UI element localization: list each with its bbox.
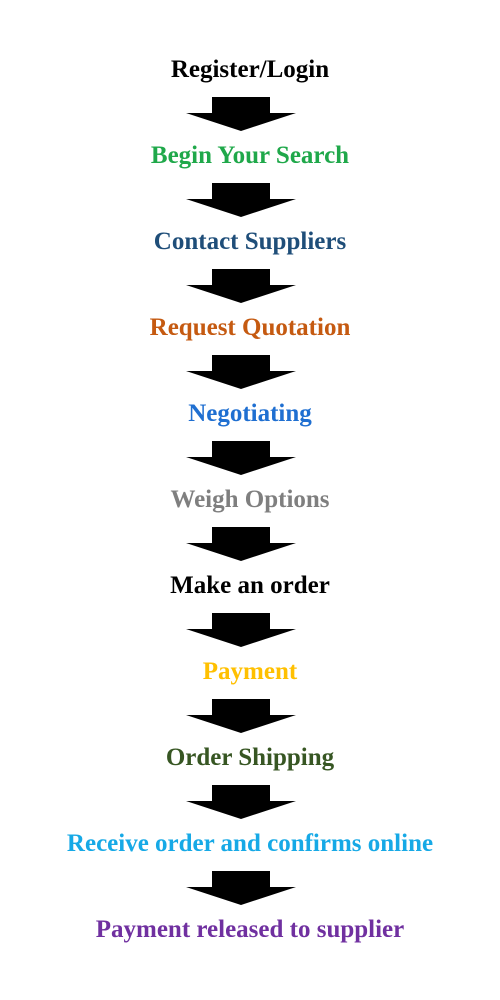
step-register-login: Register/Login bbox=[170, 56, 330, 83]
step-order-shipping: Order Shipping bbox=[165, 744, 335, 771]
down-arrow-icon bbox=[186, 613, 296, 647]
down-arrow-icon bbox=[186, 183, 296, 217]
step-payment-released: Payment released to supplier bbox=[95, 916, 405, 943]
down-arrow-icon bbox=[186, 785, 296, 819]
step-weigh-options: Weigh Options bbox=[170, 486, 330, 513]
step-negotiating: Negotiating bbox=[188, 400, 312, 427]
step-make-an-order: Make an order bbox=[170, 572, 330, 599]
down-arrow-icon bbox=[186, 355, 296, 389]
down-arrow-icon bbox=[186, 699, 296, 733]
step-payment: Payment bbox=[202, 658, 298, 685]
step-begin-your-search: Begin Your Search bbox=[150, 142, 350, 169]
down-arrow-icon bbox=[186, 441, 296, 475]
down-arrow-icon bbox=[186, 871, 296, 905]
step-receive-order-confirm: Receive order and confirms online bbox=[66, 830, 434, 857]
step-contact-suppliers: Contact Suppliers bbox=[153, 228, 347, 255]
down-arrow-icon bbox=[186, 269, 296, 303]
down-arrow-icon bbox=[186, 97, 296, 131]
down-arrow-icon bbox=[186, 527, 296, 561]
step-request-quotation: Request Quotation bbox=[149, 314, 351, 341]
